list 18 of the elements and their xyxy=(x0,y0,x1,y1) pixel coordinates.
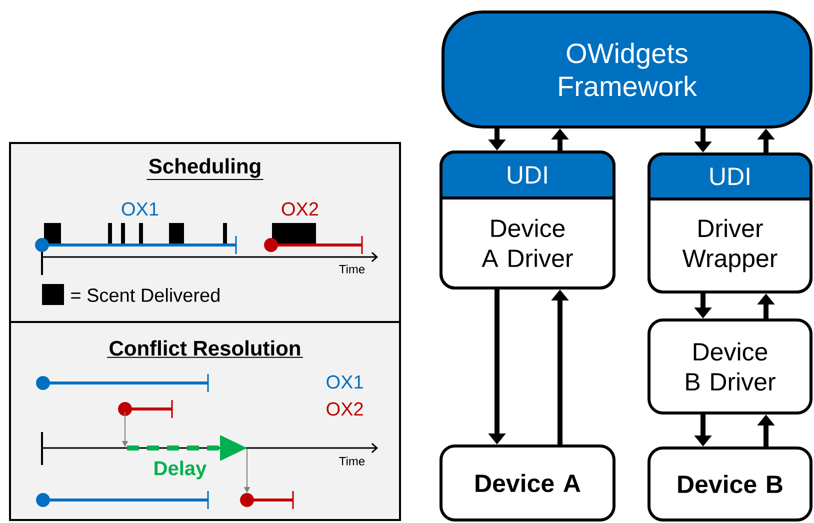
delay-label: Delay xyxy=(154,460,207,480)
series-label: OX2 xyxy=(326,402,363,416)
driver-box: UDI Driver Wrapper xyxy=(648,152,812,294)
axis-label: Time xyxy=(339,264,365,274)
driver-box: Device B Driver xyxy=(648,318,812,414)
series-label: OX1 xyxy=(122,202,158,216)
series-label: OX1 xyxy=(326,375,363,389)
series-label: OX2 xyxy=(282,202,318,216)
panel xyxy=(9,142,401,323)
panel-heading: Scheduling xyxy=(146,158,264,180)
panel-heading: Conflict Resolution xyxy=(106,340,304,358)
framework-box: OWidgets Framework xyxy=(442,10,812,128)
driver-box: UDI Device A Driver xyxy=(440,150,616,290)
legend-text: = Scent Delivered xyxy=(71,288,220,302)
panel xyxy=(9,321,401,521)
device-box: Device A xyxy=(440,444,616,522)
axis-label: Time xyxy=(339,456,365,466)
device-box: Device B xyxy=(648,446,812,522)
